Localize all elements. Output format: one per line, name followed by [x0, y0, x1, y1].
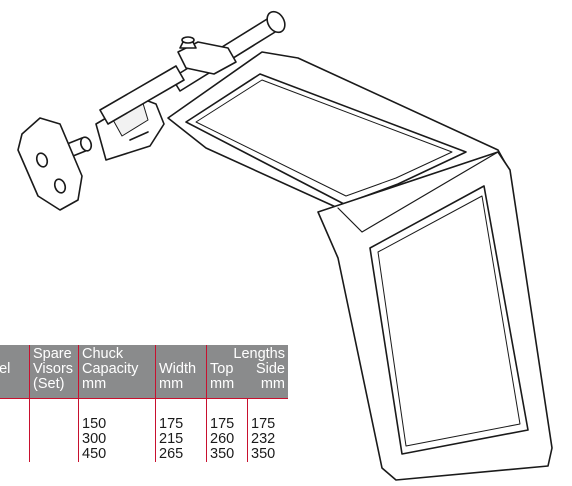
mount-bracket — [95, 97, 165, 161]
model-cell — [0, 432, 30, 447]
model-cell — [0, 398, 30, 432]
spare-visors-header: Spare Visors (Set) — [29, 345, 79, 399]
width-header: x Width mm — [155, 345, 207, 399]
clamp-knob — [179, 36, 197, 49]
front-rod — [99, 65, 185, 125]
chuck-capacity-header: Chuck Capacity mm — [78, 345, 156, 399]
model-header: x del — [0, 345, 30, 399]
side-unit: mm — [260, 376, 285, 392]
lengths-header: Lengths Top Side mm mm — [206, 345, 288, 399]
width-cell: 215 — [155, 432, 207, 447]
table-row: 450 265 350 350 — [0, 447, 288, 462]
top-cell: 175 — [206, 398, 248, 432]
lengths-group-label: Lengths — [233, 346, 285, 362]
side-header: Side — [255, 361, 285, 377]
table-row: 300 215 260 232 — [0, 432, 288, 447]
width-cell: 175 — [155, 398, 207, 432]
top-cell: 260 — [206, 432, 248, 447]
table-row: 150 175 175 175 — [0, 398, 288, 432]
spec-table: x del Spare Visors (Set) Chuck Capacity … — [0, 345, 288, 462]
chuck-capacity-cell: 300 — [78, 432, 156, 447]
clamp-block — [177, 41, 237, 75]
side-cell: 232 — [247, 432, 288, 447]
mounting-plate — [17, 117, 83, 211]
header-row: x del Spare Visors (Set) Chuck Capacity … — [0, 345, 288, 399]
side-cell: 175 — [247, 398, 288, 432]
spare-visors-cell — [29, 432, 79, 447]
spare-visors-cell — [29, 447, 79, 462]
width-cell: 265 — [155, 447, 207, 462]
top-unit: mm — [210, 376, 235, 392]
spare-visors-cell — [29, 398, 79, 432]
side-window — [369, 185, 529, 455]
side-cell: 350 — [247, 447, 288, 462]
top-window — [185, 73, 467, 205]
chuck-capacity-cell: 450 — [78, 447, 156, 462]
top-cell: 350 — [206, 447, 248, 462]
model-cell — [0, 447, 30, 462]
top-header: Top — [210, 361, 234, 377]
chuck-capacity-cell: 150 — [78, 398, 156, 432]
